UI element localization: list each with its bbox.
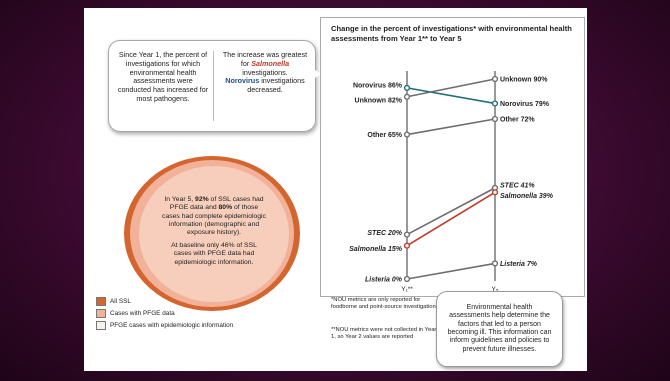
data-point-salmonella-year1 [403, 242, 411, 249]
data-label-norovirus-year1: Norovirus 86% [353, 82, 403, 89]
callout-pointer [308, 66, 322, 82]
series-line-listeria [406, 262, 496, 280]
callout-divider [213, 51, 214, 121]
pfge-epi-circle: In Year 5, 92% of SSL cases had PFGE dat… [139, 166, 289, 302]
info-bubble-text: Environmental health assessments help de… [447, 303, 552, 353]
data-label-listeria-year1: Listeria 0% [365, 277, 403, 284]
data-label-norovirus-year5: Norovirus 79% [500, 101, 550, 108]
data-point-other-year1 [403, 131, 411, 138]
legend-swatch [96, 309, 106, 318]
circle-pct-epi: 80% [218, 204, 233, 212]
legend-label: PFGE cases with epidemiologic informatio… [110, 322, 234, 329]
chart-title: Change in the percent of investigations*… [331, 24, 572, 43]
data-point-listeria-year1 [403, 275, 411, 283]
note-nou-metrics: *NOU metrics are only reported for foodb… [331, 297, 439, 311]
series-line-norovirus [406, 87, 496, 105]
data-label-salmonella-year1: Salmonella 15% [349, 246, 403, 253]
slope-chart: Y₁** Y₅ Norovirus 86% Norovirus 79% Unknown … [349, 71, 554, 293]
x-tick-label: Y₅ [492, 286, 499, 293]
legend-swatch [96, 321, 106, 330]
summary-callout: Since Year 1, the percent of investigati… [108, 40, 316, 132]
legend-label: All SSL [110, 298, 131, 305]
callout-right-part: investigations decreased. [247, 76, 305, 95]
data-point-stec-year1 [403, 231, 411, 238]
callout-norovirus: Norovirus [225, 76, 260, 86]
circle-paragraph-2: At baseline only 46% of SSL cases with P… [171, 242, 257, 266]
callout-right-part: investigations. [242, 67, 288, 77]
legend-label: Cases with PFGE data [110, 310, 175, 317]
note-nou-year1: **NOU metrics were not collected in Year… [331, 327, 437, 341]
data-label-unknown-year5: Unknown 90% [500, 77, 548, 84]
circle-text: In Year 5, [164, 196, 196, 204]
data-point-listeria-year5 [491, 260, 499, 267]
circle-text: of those cases had complete epidemiologi… [162, 204, 266, 236]
data-point-norovirus-year1 [403, 84, 411, 91]
data-label-listeria-year5: Listeria 7% [500, 261, 538, 268]
data-point-unknown-year5 [491, 75, 499, 83]
series-line-stec [406, 187, 496, 236]
circle-paragraph-1: In Year 5, 92% of SSL cases had PFGE dat… [162, 196, 266, 237]
series-line-salmonella [406, 191, 496, 247]
legend-item-pfge: Cases with PFGE data [96, 309, 233, 318]
x-tick-label: Y₁** [401, 286, 413, 293]
data-point-salmonella-year5 [491, 189, 499, 196]
chart-panel: Change in the percent of investigations*… [320, 17, 585, 297]
data-label-salmonella-year5: Salmonella 39% [500, 193, 554, 200]
data-label-stec-year5: STEC 41% [500, 182, 535, 189]
data-label-other-year5: Other 72% [500, 117, 535, 124]
data-label-unknown-year1: Unknown 82% [355, 97, 403, 104]
series-line-other [406, 118, 496, 136]
callout-right-part: The increase was greatest for [222, 50, 308, 68]
data-label-other-year1: Other 65% [367, 132, 402, 139]
data-point-other-year5 [491, 115, 499, 123]
circle-text: of SSL cases had PFGE data and [169, 196, 264, 212]
data-label-stec-year1: STEC 20% [367, 230, 402, 237]
slide: Since Year 1, the percent of investigati… [84, 8, 587, 371]
circle-legend: All SSL Cases with PFGE data PFGE cases … [96, 297, 233, 333]
callout-salmonella: Salmonella [251, 58, 290, 68]
info-bubble: Environmental health assessments help de… [436, 291, 563, 367]
data-point-norovirus-year5 [491, 100, 499, 107]
legend-swatch [96, 297, 106, 306]
callout-left-text: Since Year 1, the percent of investigati… [117, 50, 209, 103]
series-line-unknown [406, 78, 496, 98]
circle-pct-pfge: 92% [195, 196, 209, 204]
legend-item-pfge-epi: PFGE cases with epidemiologic informatio… [96, 321, 233, 330]
callout-right-text: The increase was greatest for Salmonella… [221, 50, 309, 95]
data-point-unknown-year1 [403, 93, 411, 100]
legend-item-all-ssl: All SSL [96, 297, 233, 306]
